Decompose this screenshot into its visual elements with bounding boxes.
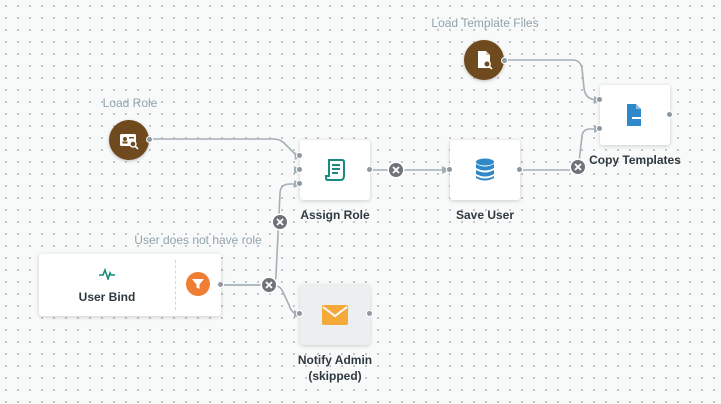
input-port[interactable] xyxy=(296,152,303,159)
node-label-notify-admin-line1: Notify Admin xyxy=(297,353,373,367)
node-label-save-user: Save User xyxy=(455,208,515,222)
edge-load-role-to-assign-role xyxy=(150,138,297,156)
close-icon xyxy=(574,163,582,171)
input-port[interactable] xyxy=(296,310,303,317)
edge-stop-badge[interactable] xyxy=(273,215,287,229)
output-port[interactable] xyxy=(366,310,373,317)
node-label-notify-admin-line2: (skipped) xyxy=(308,369,362,383)
output-port[interactable] xyxy=(666,111,673,118)
close-icon xyxy=(265,281,273,289)
filter-label: User does not have role xyxy=(134,233,262,247)
output-port[interactable] xyxy=(146,136,153,143)
node-load-role[interactable] xyxy=(109,120,149,160)
activity-pulse-icon xyxy=(99,268,115,280)
input-port[interactable] xyxy=(596,96,603,103)
node-label-notify-admin: Notify Admin (skipped) xyxy=(298,352,372,384)
close-icon xyxy=(276,218,284,226)
node-label-load-template-files: Load Template Files xyxy=(431,16,539,30)
output-port[interactable] xyxy=(217,281,224,288)
output-port[interactable] xyxy=(501,57,508,64)
node-save-user[interactable] xyxy=(450,140,520,200)
filter-icon xyxy=(192,279,204,289)
input-port[interactable] xyxy=(596,125,603,132)
node-notify-admin[interactable] xyxy=(300,285,370,345)
edge-user-bind-to-notify-admin xyxy=(221,284,299,315)
database-icon xyxy=(476,158,494,181)
input-port[interactable] xyxy=(296,180,303,187)
output-port[interactable] xyxy=(366,166,373,173)
divider xyxy=(175,260,176,310)
envelope-icon xyxy=(322,305,348,325)
file-search-icon xyxy=(478,51,493,70)
node-label-user-bind: User Bind xyxy=(78,290,136,304)
close-icon xyxy=(392,166,400,174)
file-export-icon xyxy=(627,104,646,126)
edge-load-template-files-to-copy-templates xyxy=(505,59,599,101)
output-port[interactable] xyxy=(516,166,523,173)
input-port[interactable] xyxy=(296,166,303,173)
input-port[interactable] xyxy=(446,166,453,173)
node-label-assign-role: Assign Role xyxy=(300,208,370,222)
node-copy-templates[interactable] xyxy=(600,85,670,145)
node-user-bind[interactable]: User Bind xyxy=(39,254,221,316)
scroll-icon xyxy=(325,159,345,181)
filter-button[interactable] xyxy=(186,272,210,296)
node-label-load-role: Load Role xyxy=(102,96,158,110)
node-load-template-files[interactable] xyxy=(464,40,504,80)
node-assign-role[interactable] xyxy=(300,140,370,200)
edge-save-user-to-copy-templates xyxy=(520,128,598,171)
id-card-search-icon xyxy=(120,134,139,150)
edge-stop-badge[interactable] xyxy=(389,163,403,177)
edge-stop-badge[interactable] xyxy=(262,278,276,292)
edge-stop-badge[interactable] xyxy=(571,160,585,174)
node-label-copy-templates: Copy Templates xyxy=(589,153,681,167)
